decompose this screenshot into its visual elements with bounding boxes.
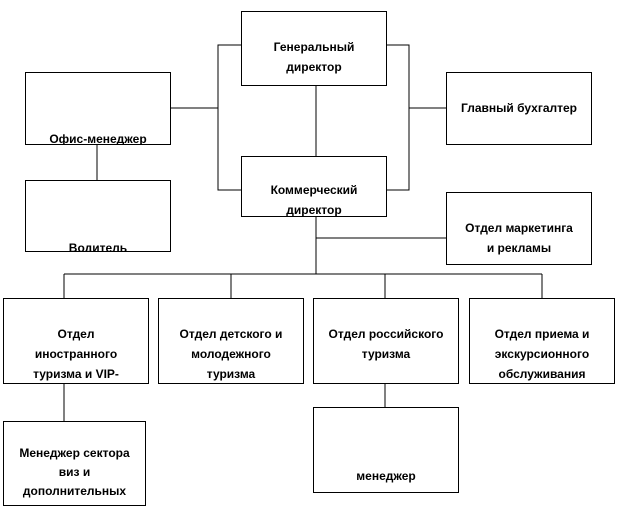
- node-foreign-tourism-dept: Отдел иностранного туризма и VIP- обслуж…: [3, 298, 149, 384]
- node-label: менеджер: [356, 469, 416, 483]
- node-label: Отдел детского и молодежного туризма: [179, 327, 283, 381]
- node-children-youth-dept: Отдел детского и молодежного туризма: [158, 298, 304, 384]
- node-label: Генеральный директор: [273, 40, 355, 74]
- node-label: Водитель: [68, 241, 128, 252]
- node-label: Отдел российского туризма: [328, 327, 444, 361]
- node-chief-accountant: Главный бухгалтер: [446, 72, 592, 145]
- node-commercial-director: Коммерческий директор: [241, 156, 387, 217]
- node-driver: Водитель: [25, 180, 171, 252]
- connector-line: [217, 44, 241, 191]
- node-reception-excursion-dept: Отдел приема и экскурсионного обслуживан…: [469, 298, 615, 384]
- node-marketing-dept: Отдел маркетинга и рекламы: [446, 192, 592, 265]
- node-russian-tourism-dept: Отдел российского туризма: [313, 298, 459, 384]
- node-label: Главный бухгалтер: [460, 101, 577, 115]
- node-label: Менеджер сектора виз и дополнительных ус…: [19, 446, 130, 505]
- node-label: Отдел иностранного туризма и VIP- обслуж…: [33, 327, 119, 381]
- node-label: Отдел маркетинга и рекламы: [465, 221, 573, 255]
- node-label: Отдел приема и экскурсионного обслуживан…: [494, 327, 590, 381]
- node-label: Офис-менеджер: [49, 132, 147, 145]
- node-office-manager: Офис-менеджер: [25, 72, 171, 145]
- connector-line: [386, 44, 410, 191]
- node-label: Коммерческий директор: [270, 183, 358, 217]
- node-visa-sector-manager: Менеджер сектора виз и дополнительных ус…: [3, 421, 146, 506]
- node-general-director: Генеральный директор: [241, 11, 387, 86]
- node-manager: менеджер: [313, 407, 459, 493]
